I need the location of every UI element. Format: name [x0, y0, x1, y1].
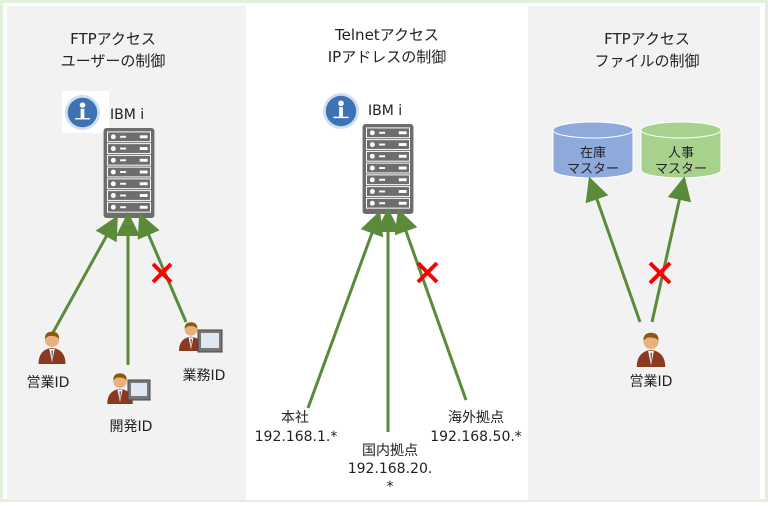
arrow-inventory-allowed	[585, 176, 642, 323]
source-domestic-ip-wildcard: *	[387, 479, 394, 495]
source-domestic-ip: 192.168.20.	[348, 461, 433, 477]
user-label-ops: 業務ID	[183, 368, 226, 384]
source-overseas-name: 海外拠点	[448, 410, 504, 426]
operator-headset-icon	[179, 322, 223, 353]
source-hq-ip: 192.168.1.*	[255, 429, 338, 445]
panel1-title-line1: FTPアクセス	[70, 30, 156, 48]
ibm-i-logo-icon	[64, 94, 101, 131]
database-hr-master	[640, 121, 722, 179]
user-label-sales-file: 営業ID	[630, 374, 673, 390]
panel1-server-label: IBM i	[110, 107, 144, 123]
panel3-title-line1: FTPアクセス	[604, 30, 690, 48]
database-inventory-master	[552, 121, 634, 179]
arrow-ops-denied	[137, 212, 188, 323]
panel2-title-line2: IPアドレスの制御	[328, 48, 446, 66]
deny-x-icon	[416, 261, 439, 284]
db1-line2: マスター	[567, 162, 619, 177]
ibm-i-logo-icon	[322, 92, 360, 130]
source-overseas-ip: 192.168.50.*	[430, 429, 522, 445]
panel2-server-label: IBM i	[368, 103, 402, 119]
panel-file-control	[528, 6, 760, 500]
db2-line2: マスター	[655, 162, 707, 177]
panel2-title-line1: Telnetアクセス	[334, 26, 439, 44]
arrow-sales-allowed	[48, 215, 118, 339]
db2-line1: 人事	[668, 146, 694, 161]
developer-computer-icon	[107, 373, 151, 404]
db1-line1: 在庫	[580, 146, 606, 161]
server-icon	[363, 124, 414, 214]
user-label-sales: 営業ID	[27, 375, 70, 391]
server-icon	[104, 128, 155, 218]
arrow-hr-denied	[650, 176, 692, 323]
source-domestic-name: 国内拠点	[362, 443, 418, 459]
deny-x-icon	[151, 262, 173, 284]
panel1-title-line2: ユーザーの制御	[61, 52, 166, 70]
panel3-title-line2: ファイルの制御	[594, 52, 699, 70]
source-hq-name: 本社	[281, 410, 309, 426]
arrow-overseas-denied	[394, 208, 468, 401]
user-label-dev: 開発ID	[110, 419, 153, 435]
deny-x-icon	[648, 261, 672, 285]
arrow-hq-allowed	[306, 210, 384, 409]
